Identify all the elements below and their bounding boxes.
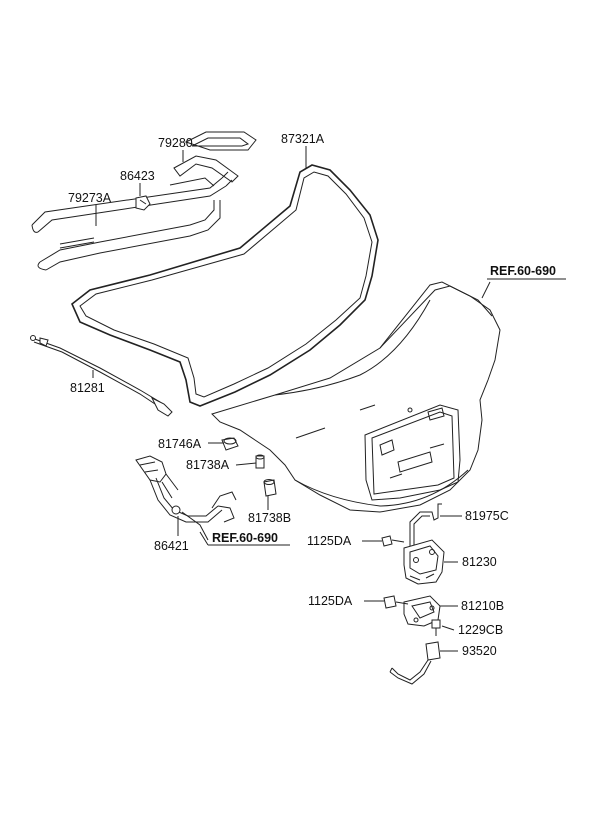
label-1125DA-lower: 1125DA [308, 594, 353, 608]
label-81746A: 81746A [158, 437, 202, 451]
switch-93520 [389, 641, 441, 685]
wire-harness [31, 131, 257, 271]
bumper-81738A [255, 454, 265, 469]
trunk-lid [211, 281, 501, 513]
label-79273A: 79273A [68, 191, 112, 205]
clip-86423 [135, 195, 151, 211]
label-81975C: 81975C [465, 509, 509, 523]
cable-81281 [30, 335, 173, 417]
bumper-81738B [263, 479, 277, 497]
label-81210B: 81210B [461, 599, 504, 613]
bolt-1125DA-upper [381, 535, 405, 547]
label-79280: 79280 [158, 136, 193, 150]
label-ref-bottom: REF.60-690 [212, 531, 278, 545]
label-ref-top: REF.60-690 [490, 264, 556, 278]
label-86423: 86423 [120, 169, 155, 183]
bolt-1125DA-lower [383, 595, 409, 609]
rod-81975C [409, 503, 442, 560]
label-86421: 86421 [154, 539, 189, 553]
screw-1229CB [431, 619, 441, 636]
hinge-86421 [135, 455, 237, 541]
label-81738A: 81738A [186, 458, 230, 472]
label-93520: 93520 [462, 644, 497, 658]
latch-81230 [403, 539, 445, 585]
bumper-81746A [221, 437, 239, 451]
label-1229CB: 1229CB [458, 623, 503, 637]
leader-lines [92, 146, 566, 652]
label-81738B: 81738B [248, 511, 291, 525]
label-81281: 81281 [70, 381, 105, 395]
weatherstrip-87321A [71, 164, 379, 407]
striker-81210B [403, 595, 441, 627]
label-1125DA-upper: 1125DA [307, 534, 352, 548]
label-81230: 81230 [462, 555, 497, 569]
label-87321A: 87321A [281, 132, 325, 146]
